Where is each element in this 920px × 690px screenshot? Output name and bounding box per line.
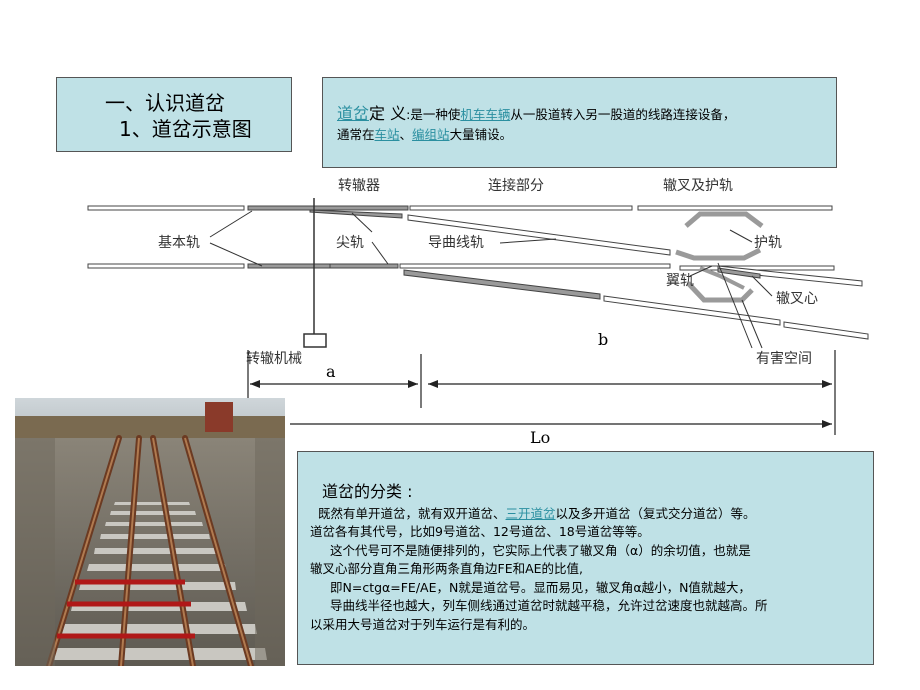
- classification-line-3: 这个代号可不是随便排列的，它实际上代表了辙叉角（α）的余切值，也就是: [330, 542, 751, 558]
- section-title: 一、认识道岔: [105, 91, 225, 115]
- upper-straight-rail: [87, 205, 833, 211]
- title-box: 一、认识道岔 1、道岔示意图: [56, 77, 292, 152]
- three-way-turnout-link[interactable]: 三开道岔: [505, 505, 556, 521]
- marshalling-yard-link[interactable]: 编组站: [412, 127, 450, 142]
- term-link[interactable]: 道岔: [337, 104, 370, 123]
- label-switch-rail: 尖轨: [336, 235, 364, 251]
- label-lead-curve-rail: 导曲线轨: [428, 235, 484, 251]
- lower-switch-rail: [329, 263, 399, 269]
- label-wing-rail: 翼轨: [666, 273, 694, 289]
- frog-point: [717, 267, 761, 279]
- dim-a-label: a: [326, 362, 336, 381]
- definition-box: 道岔定 义:是一种使机车车辆从一股道转入另一股道的线路连接设备， 通常在车站、编…: [322, 77, 837, 168]
- classification-heading: 道岔的分类 :: [322, 482, 413, 501]
- guard-rail-upper: [684, 211, 764, 228]
- lower-straight-rail: [87, 263, 671, 269]
- dimension-lines: [247, 350, 836, 435]
- diverging-rail-lower: [603, 295, 781, 326]
- switch-machine-box: [303, 333, 327, 348]
- classification-line-1: 既然有单开道岔，就有双开道岔、三开道岔以及多开道岔（复式交分道岔）等。: [310, 505, 873, 524]
- turnout-photo: [15, 398, 285, 666]
- definition-text-3: 通常在: [337, 127, 375, 142]
- definition-text-4: 大量铺设。: [449, 127, 513, 142]
- diverging-rail-lower-end: [783, 321, 869, 340]
- classification-line-5: 即N=ctgα=FE/AE，N就是道岔号。显而易见，辙叉角α越小，N值就越大，: [330, 579, 751, 595]
- label-harmful-space: 有害空间: [756, 351, 812, 367]
- upper-basic-rail: [247, 205, 409, 211]
- definition-text-2: 从一股道转入另一股道的线路连接设备，: [510, 107, 736, 122]
- wing-rail: [686, 281, 754, 303]
- classification-line-4: 辙叉心部分直角三角形两条直角边FE和AE的比值,: [310, 561, 584, 576]
- locomotive-link[interactable]: 机车车辆: [460, 107, 511, 122]
- turnout-diagram: 转辙器 连接部分 辙叉及护轨: [87, 177, 869, 447]
- lead-curve-rail-lower: [403, 269, 601, 300]
- leader-lines: [209, 210, 773, 349]
- term-suffix: 定 义: [369, 104, 407, 123]
- lead-curve-rail-upper: [407, 214, 671, 256]
- guard-rail-lower: [675, 247, 762, 261]
- label-frog-guard: 辙叉及护轨: [663, 178, 733, 194]
- station-link[interactable]: 车站: [374, 127, 400, 142]
- wing-rail-upper: [699, 266, 745, 290]
- label-guard-rail: 护轨: [754, 235, 782, 251]
- dim-lo-label: Lo: [530, 428, 550, 447]
- label-connecting: 连接部分: [488, 177, 544, 194]
- classification-line-7: 以采用大号道岔对于列车运行是有利的。: [310, 616, 536, 632]
- classification-line-2: 道岔各有其代号，比如9号道岔、12号道岔、18号道岔等等。: [310, 524, 650, 539]
- dim-b-label: b: [598, 330, 608, 349]
- label-switch-machine: 转辙机械: [246, 351, 302, 367]
- subsection-title: 1、道岔示意图: [119, 117, 252, 141]
- label-basic-rail: 基本轨: [158, 234, 200, 251]
- classification-box: 道岔的分类 : 既然有单开道岔，就有双开道岔、三开道岔以及多开道岔（复式交分道岔…: [297, 451, 874, 665]
- definition-text-1: :是一种使: [406, 107, 461, 122]
- classification-text-1b: 以及多开道岔（复式交分道岔）等。: [555, 505, 756, 521]
- classification-text-1a: 既然有单开道岔，就有双开道岔、: [318, 505, 506, 521]
- classification-line-6: 导曲线半径也越大，列车侧线通过道岔时就越平稳，允许过岔速度也就越高。所: [330, 598, 768, 613]
- label-frog: 辙叉心: [776, 291, 818, 307]
- dimension-arrows: [250, 380, 832, 428]
- separator: 、: [399, 127, 413, 142]
- label-switch: 转辙器: [338, 178, 380, 194]
- upper-switch-rail: [309, 209, 403, 219]
